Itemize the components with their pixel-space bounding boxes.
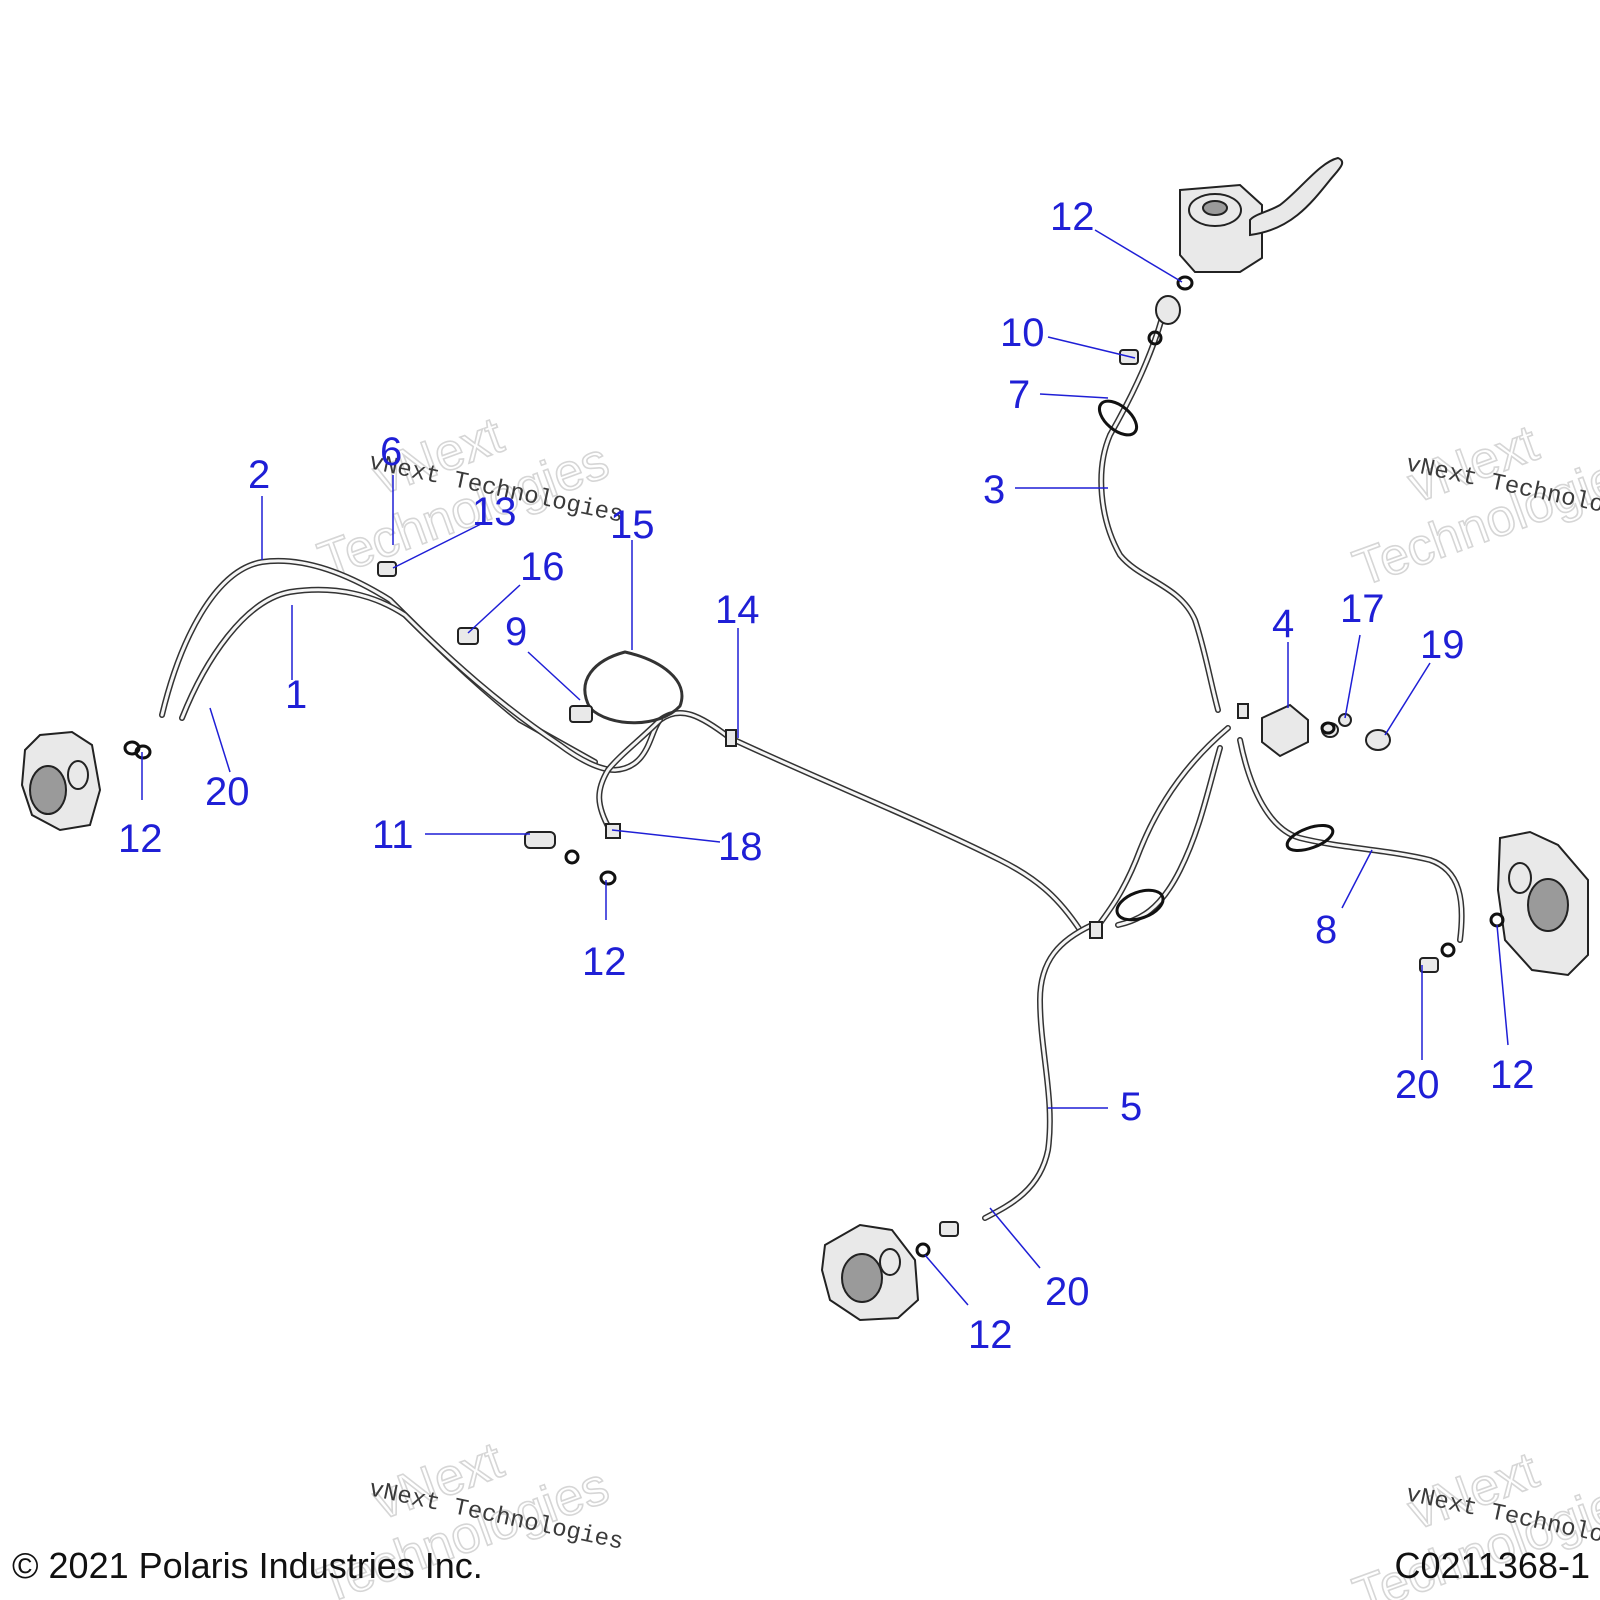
callout-13: 13 [472,490,517,534]
callout-8: 8 [1315,908,1337,952]
parts [20,156,1589,1322]
master-cylinder [1155,156,1344,325]
callout-12-lower: 12 [968,1313,1013,1357]
callout-20-left: 20 [205,770,250,814]
callout-3: 3 [983,468,1005,512]
caliper-lower [820,1223,920,1322]
callout-12-master: 12 [1050,195,1095,239]
caliper-left [20,730,102,832]
callout-15: 15 [610,503,655,547]
callout-5: 5 [1120,1085,1142,1129]
watermark-group: vNext Technologies vNext Technologies vN… [310,405,1600,1600]
callouts: 12 10 7 3 2 6 13 15 16 9 14 1 12 20 11 1… [118,195,1535,1357]
callout-9: 9 [505,610,527,654]
callout-16: 16 [520,545,565,589]
callout-2: 2 [248,453,270,497]
copyright-text: © 2021 Polaris Industries Inc. [12,1545,483,1586]
callout-10: 10 [1000,311,1045,355]
callout-20-right: 20 [1395,1063,1440,1107]
callout-6: 6 [380,430,402,474]
callout-1: 1 [285,673,307,717]
callout-19: 19 [1420,623,1465,667]
callout-17: 17 [1340,587,1385,631]
callout-7: 7 [1008,373,1030,417]
callout-14: 14 [715,588,760,632]
leader-lines [141,229,1509,1306]
callout-20-lower: 20 [1045,1270,1090,1314]
callout-4: 4 [1272,602,1294,646]
brake-lines [159,315,1465,1221]
callout-12-right: 12 [1490,1053,1535,1097]
switch-19 [1365,729,1391,751]
callout-12-left: 12 [118,817,163,861]
callout-11: 11 [372,813,414,857]
distribution-block [1261,703,1309,758]
figure-code: C0211368-1 [1395,1545,1591,1586]
callout-18: 18 [718,825,763,869]
washers [123,275,1505,1258]
caliper-right [1496,830,1589,977]
callout-12-center: 12 [582,940,627,984]
